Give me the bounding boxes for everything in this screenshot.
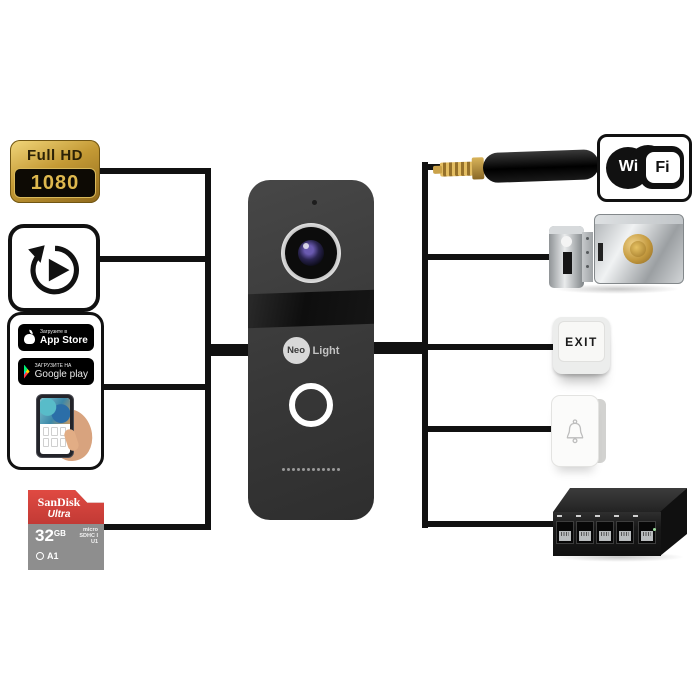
- app-store-caption: Загрузите в: [40, 328, 67, 335]
- app-store-badge: Загрузите в App Store: [18, 324, 94, 351]
- sd-brand-label: SanDisk: [37, 495, 81, 509]
- camera-iris: [298, 240, 324, 266]
- sd-capacity-unit: GB: [53, 529, 66, 538]
- fullhd-connector-line: [96, 168, 208, 174]
- ethernet-port: [576, 521, 594, 544]
- call-button-ring: [289, 383, 333, 427]
- lens-glint: [303, 243, 309, 249]
- sd-format-line1: micro: [83, 527, 98, 533]
- lock-shadow: [554, 284, 680, 294]
- doorbell-body: [551, 395, 599, 467]
- resolution-1080-label: 1080: [14, 168, 96, 198]
- doorbell-connector-line: [426, 426, 553, 432]
- full-hd-badge: Full HD 1080: [10, 140, 100, 203]
- switch-port-row: [556, 521, 656, 544]
- sd-class-ring-icon: [36, 552, 44, 560]
- electric-lock: [548, 208, 688, 294]
- wifi-feature-box: Wi Fi: [597, 134, 692, 202]
- microsd-card: SanDisk Ultra 32 GB micro SDHC I U1 A1: [28, 490, 104, 570]
- mobile-apps-box: Загрузите в App Store ЗАГРУЗИТЕ НА Googl…: [7, 312, 104, 470]
- sd-card-connector-line: [100, 524, 208, 530]
- switch-front-face: [553, 512, 661, 556]
- lock-knob-inner: [630, 241, 646, 257]
- exit-button-label: EXIT: [565, 334, 598, 349]
- speaker-grille: [248, 468, 374, 471]
- exit-button-face: EXIT: [558, 321, 605, 362]
- apple-logo-icon: [24, 331, 35, 344]
- strike-hole: [561, 236, 572, 247]
- playback-connector-line: [96, 256, 208, 262]
- doorbell-button: [551, 395, 609, 469]
- lock-brass-knob: [623, 234, 653, 264]
- switch-connector-line: [426, 521, 556, 527]
- exit-connector-line: [426, 344, 556, 350]
- wifi-logo-icon: Wi Fi: [605, 145, 684, 191]
- camera-lens: [285, 227, 337, 279]
- lock-body: [594, 214, 684, 284]
- lock-mounting-plate: [582, 232, 593, 282]
- right-device-connector-line: [370, 342, 426, 354]
- wifi-wi-label: Wi: [618, 158, 639, 175]
- antenna-sma-connector: [439, 161, 475, 177]
- left-device-connector-line: [208, 344, 254, 356]
- smartphone: [35, 394, 74, 458]
- ethernet-port: [638, 521, 656, 544]
- sd-series-label: Ultra: [47, 509, 71, 520]
- brand-logo: Neo Light: [248, 337, 374, 364]
- phone-in-hand-photo: [10, 393, 101, 467]
- video-doorbell-panel: Neo Light: [248, 180, 374, 520]
- microphone-hole: [312, 200, 317, 205]
- switch-shadow: [555, 552, 685, 562]
- exit-button: EXIT: [553, 317, 610, 374]
- strike-slot: [563, 252, 572, 274]
- sd-format-line2: SDHC I: [79, 533, 98, 539]
- switch-port-labels: [557, 515, 651, 517]
- lock-connector-line: [426, 254, 552, 260]
- doorbell-side-edge: [597, 399, 606, 463]
- loop-playback-icon: [28, 245, 79, 295]
- sd-capacity-value: 32: [35, 526, 54, 545]
- lock-bolt-slot: [598, 243, 603, 261]
- brand-logo-text: Light: [312, 344, 340, 357]
- sd-app-class-label: A1: [47, 551, 59, 561]
- antenna-rod: [482, 149, 600, 184]
- brand-logo-circle: Neo: [282, 337, 310, 364]
- google-play-icon: [24, 364, 30, 379]
- lock-strike-plate: [549, 226, 584, 288]
- google-play-label: Google play: [34, 368, 88, 380]
- camera-preview-image: [39, 398, 70, 424]
- network-switch: [551, 486, 691, 562]
- google-play-badge: ЗАГРУЗИТЕ НА Google play: [18, 358, 94, 385]
- apps-connector-line: [100, 384, 208, 390]
- camera: [281, 223, 341, 283]
- app-store-label: App Store: [40, 334, 88, 346]
- ethernet-port: [556, 521, 574, 544]
- ethernet-port: [596, 521, 614, 544]
- switch-power-led: [653, 528, 656, 531]
- wifi-fi-label: Fi: [645, 152, 680, 183]
- sd-speed-class: U1: [90, 539, 98, 545]
- playback-feature-box: [8, 224, 100, 312]
- full-hd-label: Full HD: [27, 147, 83, 164]
- phone-screen: [39, 398, 70, 454]
- bell-icon: [566, 419, 584, 444]
- ir-window: [248, 289, 374, 329]
- wifi-antenna: [435, 143, 600, 191]
- google-play-caption: ЗАГРУЗИТЕ НА: [34, 362, 72, 369]
- ethernet-port: [616, 521, 634, 544]
